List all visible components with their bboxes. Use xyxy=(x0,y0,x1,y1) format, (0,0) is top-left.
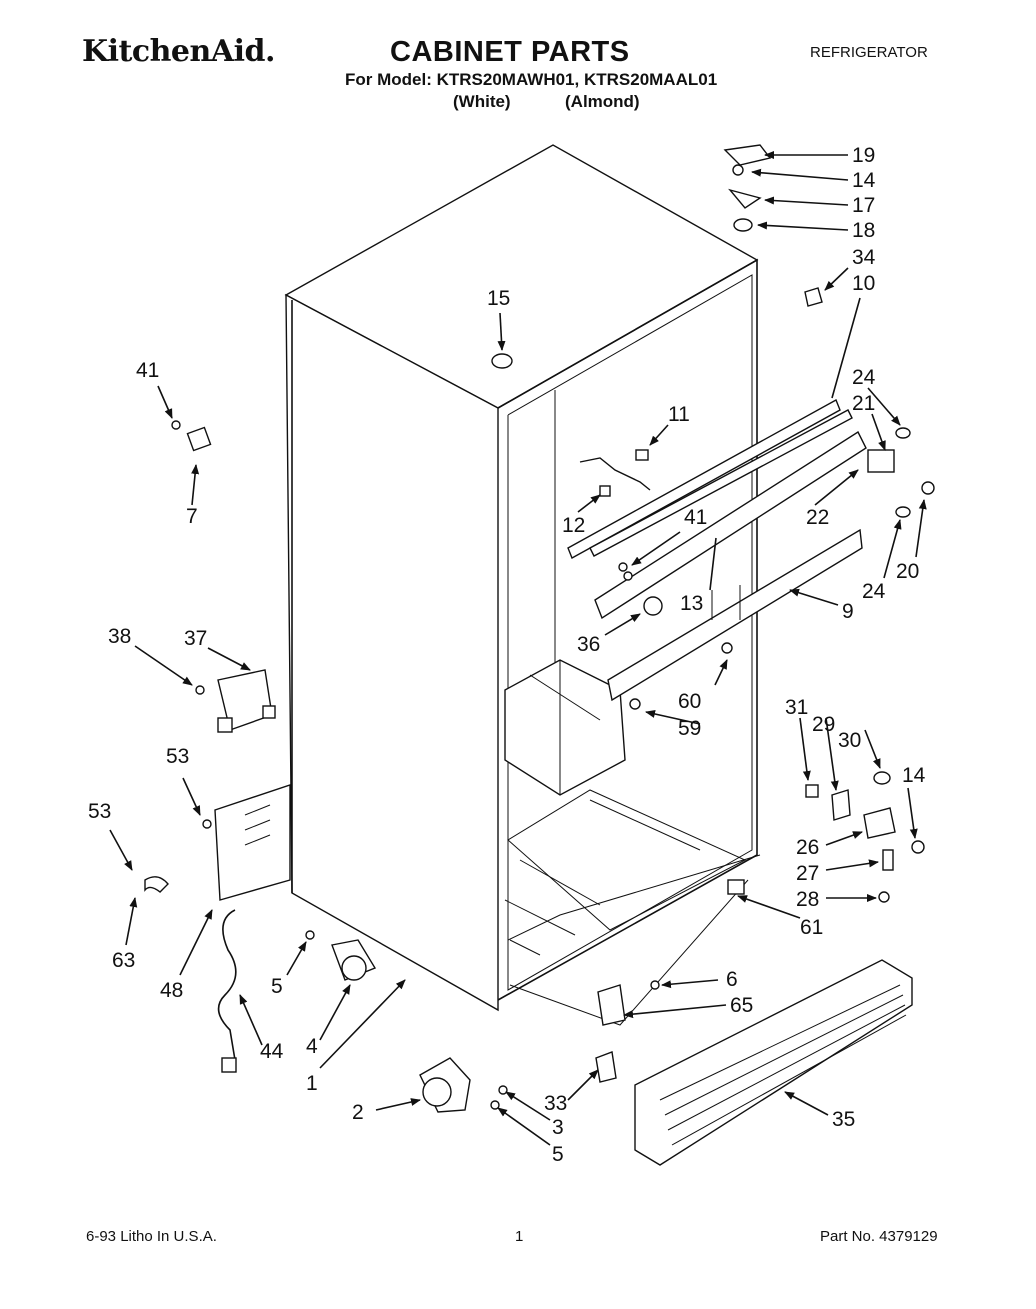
callout-10: 10 xyxy=(852,272,875,295)
callout-33: 33 xyxy=(544,1092,567,1115)
callout-5-lower: 5 xyxy=(552,1143,564,1166)
page-number: 1 xyxy=(515,1228,524,1245)
callout-53-lower: 53 xyxy=(88,800,111,823)
callout-61: 61 xyxy=(800,916,823,939)
callout-14-lower: 14 xyxy=(902,764,926,787)
small-parts xyxy=(144,144,935,1113)
callout-7: 7 xyxy=(186,505,198,528)
callout-30: 30 xyxy=(838,729,861,752)
page-title: CABINET PARTS xyxy=(390,36,630,68)
callout-35: 35 xyxy=(832,1108,855,1131)
callout-18: 18 xyxy=(852,219,875,242)
color-almond-label: (Almond) xyxy=(565,92,640,111)
callout-20: 20 xyxy=(896,560,919,583)
callout-48: 48 xyxy=(160,979,183,1002)
leader-lines xyxy=(109,151,927,1146)
color-white-label: (White) xyxy=(453,92,511,111)
print-date: 6-93 Litho In U.S.A. xyxy=(86,1228,217,1245)
callout-59: 59 xyxy=(678,717,701,740)
callout-22: 22 xyxy=(806,506,829,529)
callout-17: 17 xyxy=(852,194,875,217)
callout-24-bottom: 24 xyxy=(862,580,886,603)
callout-3: 3 xyxy=(552,1116,564,1139)
callout-63: 63 xyxy=(112,949,135,972)
callout-14-top: 14 xyxy=(852,169,876,192)
callout-27: 27 xyxy=(796,862,819,885)
callout-29: 29 xyxy=(812,713,835,736)
callout-26: 26 xyxy=(796,836,819,859)
callout-38: 38 xyxy=(108,625,131,648)
callout-37: 37 xyxy=(184,627,207,650)
callout-34: 34 xyxy=(852,246,876,269)
callout-2: 2 xyxy=(352,1101,364,1124)
callout-65: 65 xyxy=(730,994,753,1017)
callout-1: 1 xyxy=(306,1072,318,1095)
callout-12: 12 xyxy=(562,514,585,537)
callout-11: 11 xyxy=(668,403,690,426)
model-numbers: For Model: KTRS20MAWH01, KTRS20MAAL01 xyxy=(345,70,718,89)
callout-numbers: 19 14 17 18 34 10 15 41 7 11 24 21 12 41… xyxy=(88,144,926,1166)
callout-41-left: 41 xyxy=(136,359,159,382)
callout-4: 4 xyxy=(306,1035,318,1058)
callout-21: 21 xyxy=(852,392,875,415)
part-number: Part No. 4379129 xyxy=(820,1228,938,1245)
callout-53-upper: 53 xyxy=(166,745,189,768)
callout-15: 15 xyxy=(487,287,510,310)
callout-36: 36 xyxy=(577,633,600,656)
callout-28: 28 xyxy=(796,888,819,911)
callout-6: 6 xyxy=(726,968,738,991)
front-rails xyxy=(567,399,867,702)
callout-41-mid: 41 xyxy=(684,506,707,529)
callout-19: 19 xyxy=(852,144,875,167)
grille-part xyxy=(634,959,913,1166)
callout-9: 9 xyxy=(842,600,854,623)
callout-13: 13 xyxy=(680,592,703,615)
cabinet-shell xyxy=(284,144,761,1026)
kitchenaid-logo: KitchenAid. xyxy=(82,34,275,69)
product-category: REFRIGERATOR xyxy=(810,44,928,61)
callout-31: 31 xyxy=(785,696,808,719)
callout-24-top: 24 xyxy=(852,366,876,389)
callout-60: 60 xyxy=(678,690,701,713)
callout-44: 44 xyxy=(260,1040,284,1063)
callout-5-upper: 5 xyxy=(271,975,283,998)
